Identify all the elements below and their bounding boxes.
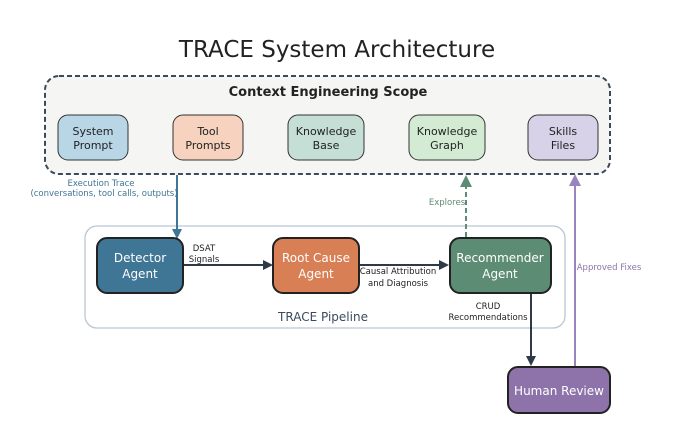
crud-label: CRUD bbox=[476, 302, 501, 312]
dsat-label: DSAT bbox=[193, 244, 216, 254]
svg-text:System: System bbox=[72, 125, 113, 138]
causal-label-line2: and Diagnosis bbox=[368, 279, 429, 289]
dsat-label-line2: Signals bbox=[189, 255, 220, 265]
recommender-agent-node: Recommender Agent bbox=[449, 237, 552, 294]
root-cause-agent-node: Root Cause Agent bbox=[272, 237, 360, 294]
scope-item-system-prompt: System Prompt bbox=[57, 114, 129, 161]
approved-fixes-label: Approved Fixes bbox=[577, 263, 642, 273]
svg-text:Graph: Graph bbox=[430, 139, 464, 152]
execution-trace-label: Execution Trace bbox=[68, 179, 135, 189]
svg-text:Knowledge: Knowledge bbox=[296, 125, 357, 138]
trace-pipeline-label: TRACE Pipeline bbox=[277, 310, 368, 324]
explores-label: Explores bbox=[429, 198, 466, 208]
svg-text:Detector: Detector bbox=[114, 251, 166, 265]
svg-text:Agent: Agent bbox=[122, 267, 158, 281]
scope-item-tool-prompts: Tool Prompts bbox=[172, 114, 244, 161]
execution-trace-detail: (conversations, tool calls, outputs) bbox=[30, 189, 177, 199]
svg-text:Skills: Skills bbox=[549, 125, 578, 138]
scope-item-knowledge-graph: Knowledge Graph bbox=[408, 114, 486, 161]
scope-item-skills-files: Skills Files bbox=[527, 114, 599, 161]
causal-label: Causal Attribution bbox=[360, 267, 436, 277]
svg-text:Root Cause: Root Cause bbox=[282, 251, 350, 265]
svg-text:Base: Base bbox=[313, 139, 340, 152]
scope-item-knowledge-base: Knowledge Base bbox=[287, 114, 365, 161]
svg-text:Recommender: Recommender bbox=[456, 251, 543, 265]
svg-text:Prompt: Prompt bbox=[73, 139, 113, 152]
svg-text:Files: Files bbox=[551, 139, 575, 152]
svg-text:Agent: Agent bbox=[298, 267, 334, 281]
svg-text:Tool: Tool bbox=[196, 125, 218, 138]
svg-text:Agent: Agent bbox=[482, 267, 518, 281]
human-review-node: Human Review bbox=[507, 366, 611, 414]
svg-text:Human Review: Human Review bbox=[514, 384, 604, 398]
context-scope-label: Context Engineering Scope bbox=[229, 85, 428, 100]
svg-text:Prompts: Prompts bbox=[185, 139, 230, 152]
svg-text:Knowledge: Knowledge bbox=[417, 125, 478, 138]
crud-label-line2: Recommendations bbox=[448, 313, 528, 323]
detector-agent-node: Detector Agent bbox=[96, 237, 184, 294]
diagram-title: TRACE System Architecture bbox=[178, 37, 495, 63]
